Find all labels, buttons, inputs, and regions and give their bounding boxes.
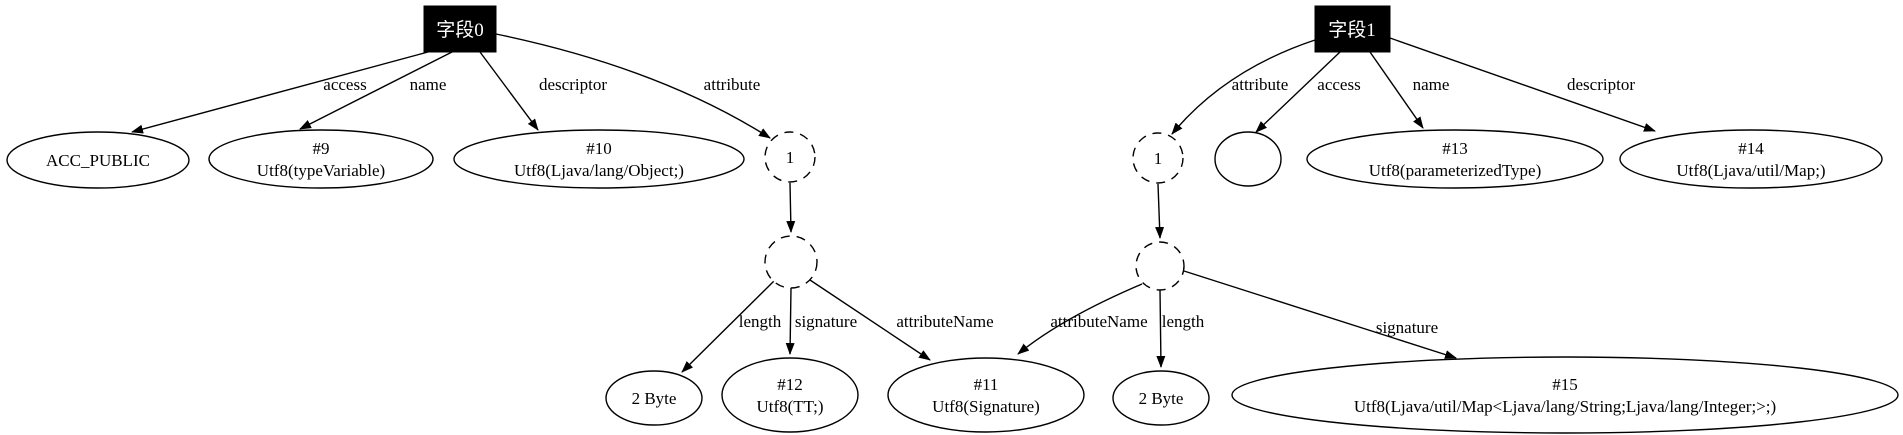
constant-9-value: Utf8(typeVariable) bbox=[257, 161, 385, 180]
node-access-flags-right bbox=[1214, 131, 1282, 187]
edge-label-descriptor-left: descriptor bbox=[539, 75, 607, 94]
node-constant-13: #13 Utf8(parameterizedType) bbox=[1306, 129, 1604, 189]
attr-group-right-circle bbox=[1135, 241, 1185, 291]
edge-label-descriptor-right: descriptor bbox=[1567, 75, 1635, 94]
edge-left-signature bbox=[785, 287, 795, 355]
2byte-left-ellipse bbox=[605, 370, 703, 426]
field1-label: 字段1 bbox=[1328, 19, 1376, 41]
attr-count-left-label: 1 bbox=[786, 148, 795, 167]
node-acc-public: ACC_PUBLIC bbox=[6, 131, 190, 189]
edge-count-to-group-right bbox=[1155, 183, 1165, 239]
field0-label: 字段0 bbox=[436, 19, 484, 41]
node-constant-11: #11 Utf8(Signature) bbox=[887, 357, 1085, 433]
node-constant-15: #15 Utf8(Ljava/util/Map<Ljava/lang/Strin… bbox=[1231, 356, 1899, 434]
node-attr-count-right: 1 bbox=[1132, 132, 1184, 184]
attr-count-right-circle bbox=[1132, 132, 1184, 184]
node-attr-group-right bbox=[1135, 241, 1185, 291]
constant-15-value: Utf8(Ljava/util/Map<Ljava/lang/String;Lj… bbox=[1354, 397, 1776, 416]
field1-box bbox=[1314, 5, 1391, 53]
node-constant-9: #9 Utf8(typeVariable) bbox=[208, 129, 434, 189]
edge-label-attributeName-right: attributeName bbox=[1050, 312, 1147, 331]
attr-group-left-circle bbox=[764, 235, 818, 289]
node-field0: 字段0 bbox=[423, 5, 497, 53]
constant-14-ref: #14 bbox=[1738, 139, 1764, 158]
edge-label-attributeName-left: attributeName bbox=[896, 312, 993, 331]
constant-15-ref: #15 bbox=[1552, 375, 1578, 394]
node-constant-14: #14 Utf8(Ljava/util/Map;) bbox=[1619, 129, 1883, 189]
edge-label-access-left: access bbox=[323, 75, 366, 94]
edge-right-attributeName bbox=[1017, 283, 1143, 355]
constant-9-ref: #9 bbox=[313, 139, 330, 158]
node-2byte-right: 2 Byte bbox=[1112, 370, 1210, 426]
constant-10-value: Utf8(Ljava/lang/Object;) bbox=[514, 161, 684, 180]
node-attr-count-left: 1 bbox=[764, 131, 816, 183]
2byte-right-label: 2 Byte bbox=[1139, 389, 1184, 408]
edge-label-access-right: access bbox=[1317, 75, 1360, 94]
node-constant-10: #10 Utf8(Ljava/lang/Object;) bbox=[453, 129, 745, 189]
constant-13-value: Utf8(parameterizedType) bbox=[1369, 161, 1542, 180]
attr-count-left-circle bbox=[764, 131, 816, 183]
edge-label-attribute-left: attribute bbox=[704, 75, 761, 94]
edge-field0-attribute bbox=[495, 33, 771, 139]
constant-10-ellipse bbox=[453, 129, 745, 189]
edge-left-attributeName bbox=[809, 279, 931, 361]
constant-12-ref: #12 bbox=[777, 375, 803, 394]
constant-13-ref: #13 bbox=[1442, 139, 1468, 158]
edges bbox=[131, 33, 1656, 373]
constant-14-value: Utf8(Ljava/util/Map;) bbox=[1676, 161, 1825, 180]
nodes: 字段0 字段1 ACC_PUBLIC #9 Utf8(typeVariable)… bbox=[6, 5, 1899, 434]
2byte-left-label: 2 Byte bbox=[632, 389, 677, 408]
constant-13-ellipse bbox=[1306, 129, 1604, 189]
edge-right-length bbox=[1156, 289, 1166, 368]
edge-label-attribute-right: attribute bbox=[1232, 75, 1289, 94]
constant-12-ellipse bbox=[721, 357, 859, 433]
constant-10-ref: #10 bbox=[586, 139, 612, 158]
constant-12-value: Utf8(TT;) bbox=[756, 397, 823, 416]
edge-labels: access name descriptor attribute attribu… bbox=[323, 75, 1635, 337]
edge-field1-descriptor bbox=[1389, 37, 1656, 132]
constant-15-ellipse bbox=[1231, 356, 1899, 434]
edge-field0-descriptor bbox=[479, 51, 539, 131]
node-2byte-left: 2 Byte bbox=[605, 370, 703, 426]
constant-11-ref: #11 bbox=[974, 375, 999, 394]
edge-field1-name bbox=[1369, 51, 1424, 129]
edge-label-name-right: name bbox=[1413, 75, 1450, 94]
constant-9-ellipse bbox=[208, 129, 434, 189]
edge-label-signature-left: signature bbox=[795, 312, 857, 331]
edge-field0-name bbox=[299, 51, 453, 130]
constant-11-value: Utf8(Signature) bbox=[932, 397, 1040, 416]
edge-label-name-left: name bbox=[410, 75, 447, 94]
acc-public-label: ACC_PUBLIC bbox=[46, 151, 150, 170]
constant-11-ellipse bbox=[887, 357, 1085, 433]
node-constant-12: #12 Utf8(TT;) bbox=[721, 357, 859, 433]
access-flags-right-ellipse bbox=[1214, 131, 1282, 187]
edge-field0-access bbox=[131, 51, 429, 134]
field0-box bbox=[423, 5, 497, 53]
edge-label-length-right: length bbox=[1162, 312, 1205, 331]
attr-count-right-label: 1 bbox=[1154, 149, 1163, 168]
edge-label-length-left: length bbox=[739, 312, 782, 331]
node-field1: 字段1 bbox=[1314, 5, 1391, 53]
constant-14-ellipse bbox=[1619, 129, 1883, 189]
edge-left-length bbox=[681, 280, 775, 373]
edge-field1-attribute bbox=[1171, 39, 1316, 135]
node-attr-group-left bbox=[764, 235, 818, 289]
edge-count-to-group-left bbox=[786, 182, 796, 233]
edge-label-signature-right: signature bbox=[1376, 318, 1438, 337]
2byte-right-ellipse bbox=[1112, 370, 1210, 426]
edge-field1-access bbox=[1255, 51, 1341, 133]
acc-public-ellipse bbox=[6, 131, 190, 189]
edge-right-signature bbox=[1183, 270, 1457, 359]
